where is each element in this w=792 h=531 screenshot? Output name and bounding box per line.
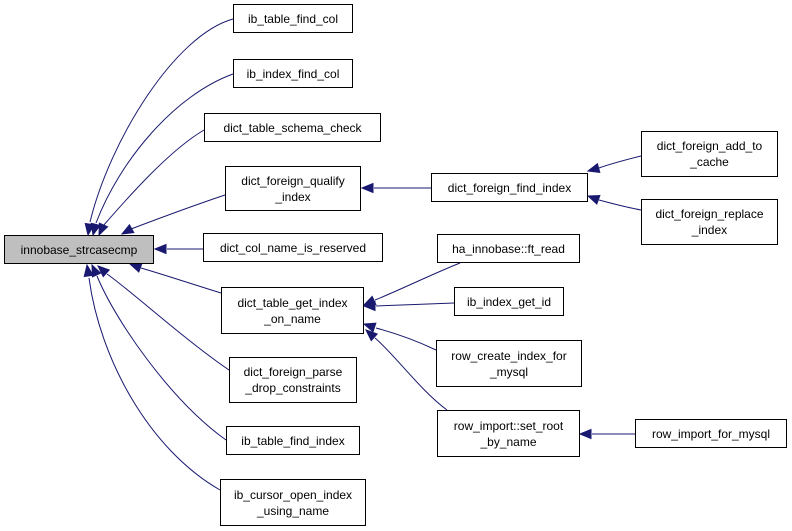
- edge-ib-index-find-col-arrowhead: [90, 222, 101, 237]
- graph-edges: [83, 18, 642, 491]
- edge-row-create-index-for-mysql-arrowhead: [362, 322, 377, 333]
- node-dict-foreign-parse-drop-constraints[interactable]: dict_foreign_parse _drop_constraints: [229, 357, 357, 403]
- node-ib-cursor-open-index-using-name[interactable]: ib_cursor_open_index _using_name: [220, 479, 366, 526]
- edge-ib-table-find-col: [89, 18, 234, 223]
- edge-ib-index-get-id-arrowhead: [362, 300, 376, 312]
- node-dict-foreign-replace-index[interactable]: dict_foreign_replace _index: [641, 199, 778, 245]
- edge-dict-table-get-index-on-name: [140, 267, 222, 294]
- edge-ib-cursor-open-index-using-name: [88, 277, 221, 491]
- node-ib-table-find-col[interactable]: ib_table_find_col: [233, 4, 353, 33]
- edge-row-import-set-root-by-name-arrowhead: [365, 329, 379, 342]
- edge-dict-foreign-parse-drop-constraints-arrowhead: [97, 265, 111, 278]
- edge-ib-index-get-id: [375, 302, 455, 307]
- edge-dict-table-schema-check: [102, 129, 205, 227]
- node-row-import-for-mysql[interactable]: row_import_for_mysql: [635, 419, 787, 448]
- edge-ib-index-find-col: [95, 73, 234, 224]
- node-dict-table-get-index-on-name[interactable]: dict_table_get_index _on_name: [221, 287, 364, 334]
- edge-dict-foreign-find-index-arrowhead: [360, 182, 374, 194]
- node-dict-foreign-add-to-cache[interactable]: dict_foreign_add_to _cache: [641, 131, 778, 177]
- edge-dict-table-schema-check-arrowhead: [98, 222, 109, 237]
- edge-ha-innobase-ft-read: [374, 262, 461, 301]
- edge-dict-foreign-qualify-index: [130, 194, 226, 230]
- edge-dict-foreign-replace-index: [598, 199, 642, 211]
- node-dict-foreign-find-index[interactable]: dict_foreign_find_index: [431, 173, 588, 202]
- edge-ib-table-find-index: [96, 275, 227, 441]
- edge-dict-foreign-qualify-index-arrowhead: [120, 223, 135, 235]
- node-innobase-strcasecmp[interactable]: innobase_strcasecmp: [4, 235, 154, 264]
- node-ib-table-find-index[interactable]: ib_table_find_index: [226, 426, 360, 455]
- node-row-create-index-for-mysql[interactable]: row_create_index_for _mysql: [436, 340, 582, 387]
- edge-dict-table-get-index-on-name-arrowhead: [128, 263, 143, 273]
- node-dict-foreign-qualify-index[interactable]: dict_foreign_qualify _index: [225, 166, 361, 211]
- edge-dict-foreign-add-to-cache: [598, 155, 642, 169]
- edge-row-import-set-root-by-name: [374, 337, 448, 411]
- edge-row-import-for-mysql-arrowhead: [578, 428, 592, 440]
- edge-dict-foreign-add-to-cache-arrowhead: [586, 162, 601, 174]
- node-dict-col-name-is-reserved[interactable]: dict_col_name_is_reserved: [203, 233, 383, 262]
- node-ha-innobase-ft-read[interactable]: ha_innobase::ft_read: [437, 234, 580, 263]
- node-row-import-set-root-by-name[interactable]: row_import::set_root _by_name: [437, 410, 580, 457]
- edge-dict-foreign-replace-index-arrowhead: [586, 195, 601, 205]
- edge-ib-table-find-index-arrowhead: [91, 263, 102, 278]
- edge-dict-col-name-is-reserved-arrowhead: [153, 243, 167, 255]
- node-ib-index-get-id[interactable]: ib_index_get_id: [454, 287, 564, 316]
- edge-row-create-index-for-mysql: [375, 327, 437, 351]
- edge-ib-cursor-open-index-using-name-arrowhead: [83, 263, 94, 278]
- edge-dict-foreign-parse-drop-constraints: [106, 273, 230, 371]
- node-dict-table-schema-check[interactable]: dict_table_schema_check: [204, 113, 381, 142]
- node-ib-index-find-col[interactable]: ib_index_find_col: [233, 59, 353, 88]
